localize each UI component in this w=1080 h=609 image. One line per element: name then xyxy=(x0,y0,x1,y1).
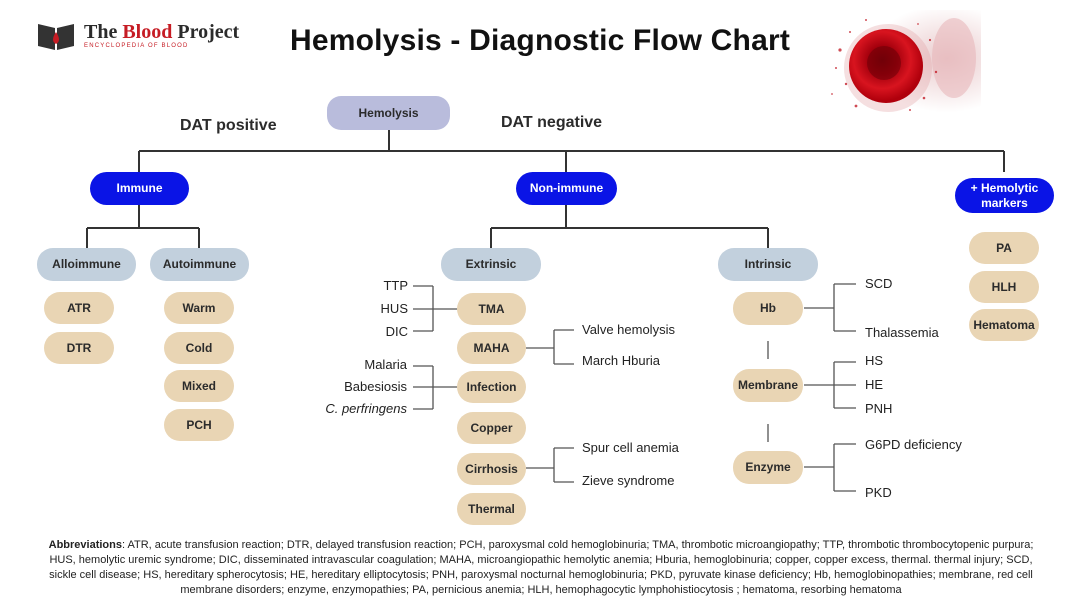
node-warm[interactable]: Warm xyxy=(164,292,234,324)
logo-name: The Blood Project xyxy=(84,21,240,43)
cause-malaria: Malaria xyxy=(364,357,407,372)
node-immune[interactable]: Immune xyxy=(90,172,189,205)
page-title: Hemolysis - Diagnostic Flow Chart xyxy=(290,24,791,57)
connector-cirrhosis xyxy=(526,447,574,483)
cause-he: HE xyxy=(865,377,884,392)
cause-pnh: PNH xyxy=(865,401,893,416)
node-alloimmune[interactable]: Alloimmune xyxy=(37,248,136,281)
red-blood-cell-image xyxy=(826,10,981,118)
cause-hus: HUS xyxy=(380,301,408,316)
connector-hb xyxy=(804,283,856,332)
cause-g6pd-deficiency: G6PD deficiency xyxy=(865,437,962,452)
connector-immune-split xyxy=(86,205,200,248)
cause-babesiosis: Babesiosis xyxy=(344,379,407,394)
node-autoimmune[interactable]: Autoimmune xyxy=(150,248,249,281)
connector-root-bus xyxy=(138,130,1005,172)
node-maha[interactable]: MAHA xyxy=(457,332,526,364)
node-hb[interactable]: Hb xyxy=(733,292,803,325)
abbreviations-footnote: Abbreviations: ATR, acute transfusion re… xyxy=(36,538,1046,598)
cause-scd: SCD xyxy=(865,276,893,291)
connector-infection xyxy=(413,365,458,410)
cause-zieve-syndrome: Zieve syndrome xyxy=(582,473,675,488)
node-hemolysis[interactable]: Hemolysis xyxy=(327,96,450,130)
node-non-immune[interactable]: Non-immune xyxy=(516,172,617,205)
blood-project-logo: The Blood Project ENCYCLOPEDIA OF BLOOD xyxy=(36,20,239,52)
connector-membrane xyxy=(804,361,856,409)
connector-tma xyxy=(413,285,458,332)
cause-c-perfringens: C. perfringens xyxy=(325,401,407,416)
node-atr[interactable]: ATR xyxy=(44,292,114,324)
cause-ttp: TTP xyxy=(383,278,408,293)
blood-drop-icon xyxy=(53,32,59,44)
connector-enzyme xyxy=(804,443,856,492)
node-cirrhosis[interactable]: Cirrhosis xyxy=(457,453,526,485)
cause-march-hburia: March Hburia xyxy=(582,353,661,368)
node-hlh[interactable]: HLH xyxy=(969,271,1039,303)
connector-maha xyxy=(526,329,574,365)
node-intrinsic[interactable]: Intrinsic xyxy=(718,248,818,281)
node-pch[interactable]: PCH xyxy=(164,409,234,441)
abbreviations-heading: Abbreviations xyxy=(48,539,122,551)
cause-valve-hemolysis: Valve hemolysis xyxy=(582,322,675,337)
node-dtr[interactable]: DTR xyxy=(44,332,114,364)
node-hemolytic-markers[interactable]: + Hemolytic markers xyxy=(955,178,1054,213)
node-pa[interactable]: PA xyxy=(969,232,1039,264)
cause-pkd: PKD xyxy=(865,485,892,500)
node-cold[interactable]: Cold xyxy=(164,332,234,364)
node-mixed[interactable]: Mixed xyxy=(164,370,234,402)
cause-hs: HS xyxy=(865,353,884,368)
node-thermal[interactable]: Thermal xyxy=(457,493,526,525)
abbreviations-text: : ATR, acute transfusion reaction; DTR, … xyxy=(49,539,1034,596)
node-infection[interactable]: Infection xyxy=(457,371,526,403)
node-enzyme[interactable]: Enzyme xyxy=(733,451,803,484)
node-tma[interactable]: TMA xyxy=(457,293,526,325)
logo-subtitle: ENCYCLOPEDIA OF BLOOD xyxy=(84,43,189,49)
node-hematoma[interactable]: Hematoma xyxy=(969,309,1039,341)
node-copper[interactable]: Copper xyxy=(457,412,526,444)
cause-spur-cell-anemia: Spur cell anemia xyxy=(582,440,679,455)
node-extrinsic[interactable]: Extrinsic xyxy=(441,248,541,281)
label-dat-positive: DAT positive xyxy=(180,117,277,134)
node-membrane[interactable]: Membrane xyxy=(733,369,803,402)
cause-dic: DIC xyxy=(385,324,408,339)
connector-nonimmune-split xyxy=(490,205,769,248)
label-dat-negative: DAT negative xyxy=(501,114,603,131)
open-book-icon xyxy=(38,24,74,50)
cause-thalassemia: Thalassemia xyxy=(865,325,939,340)
